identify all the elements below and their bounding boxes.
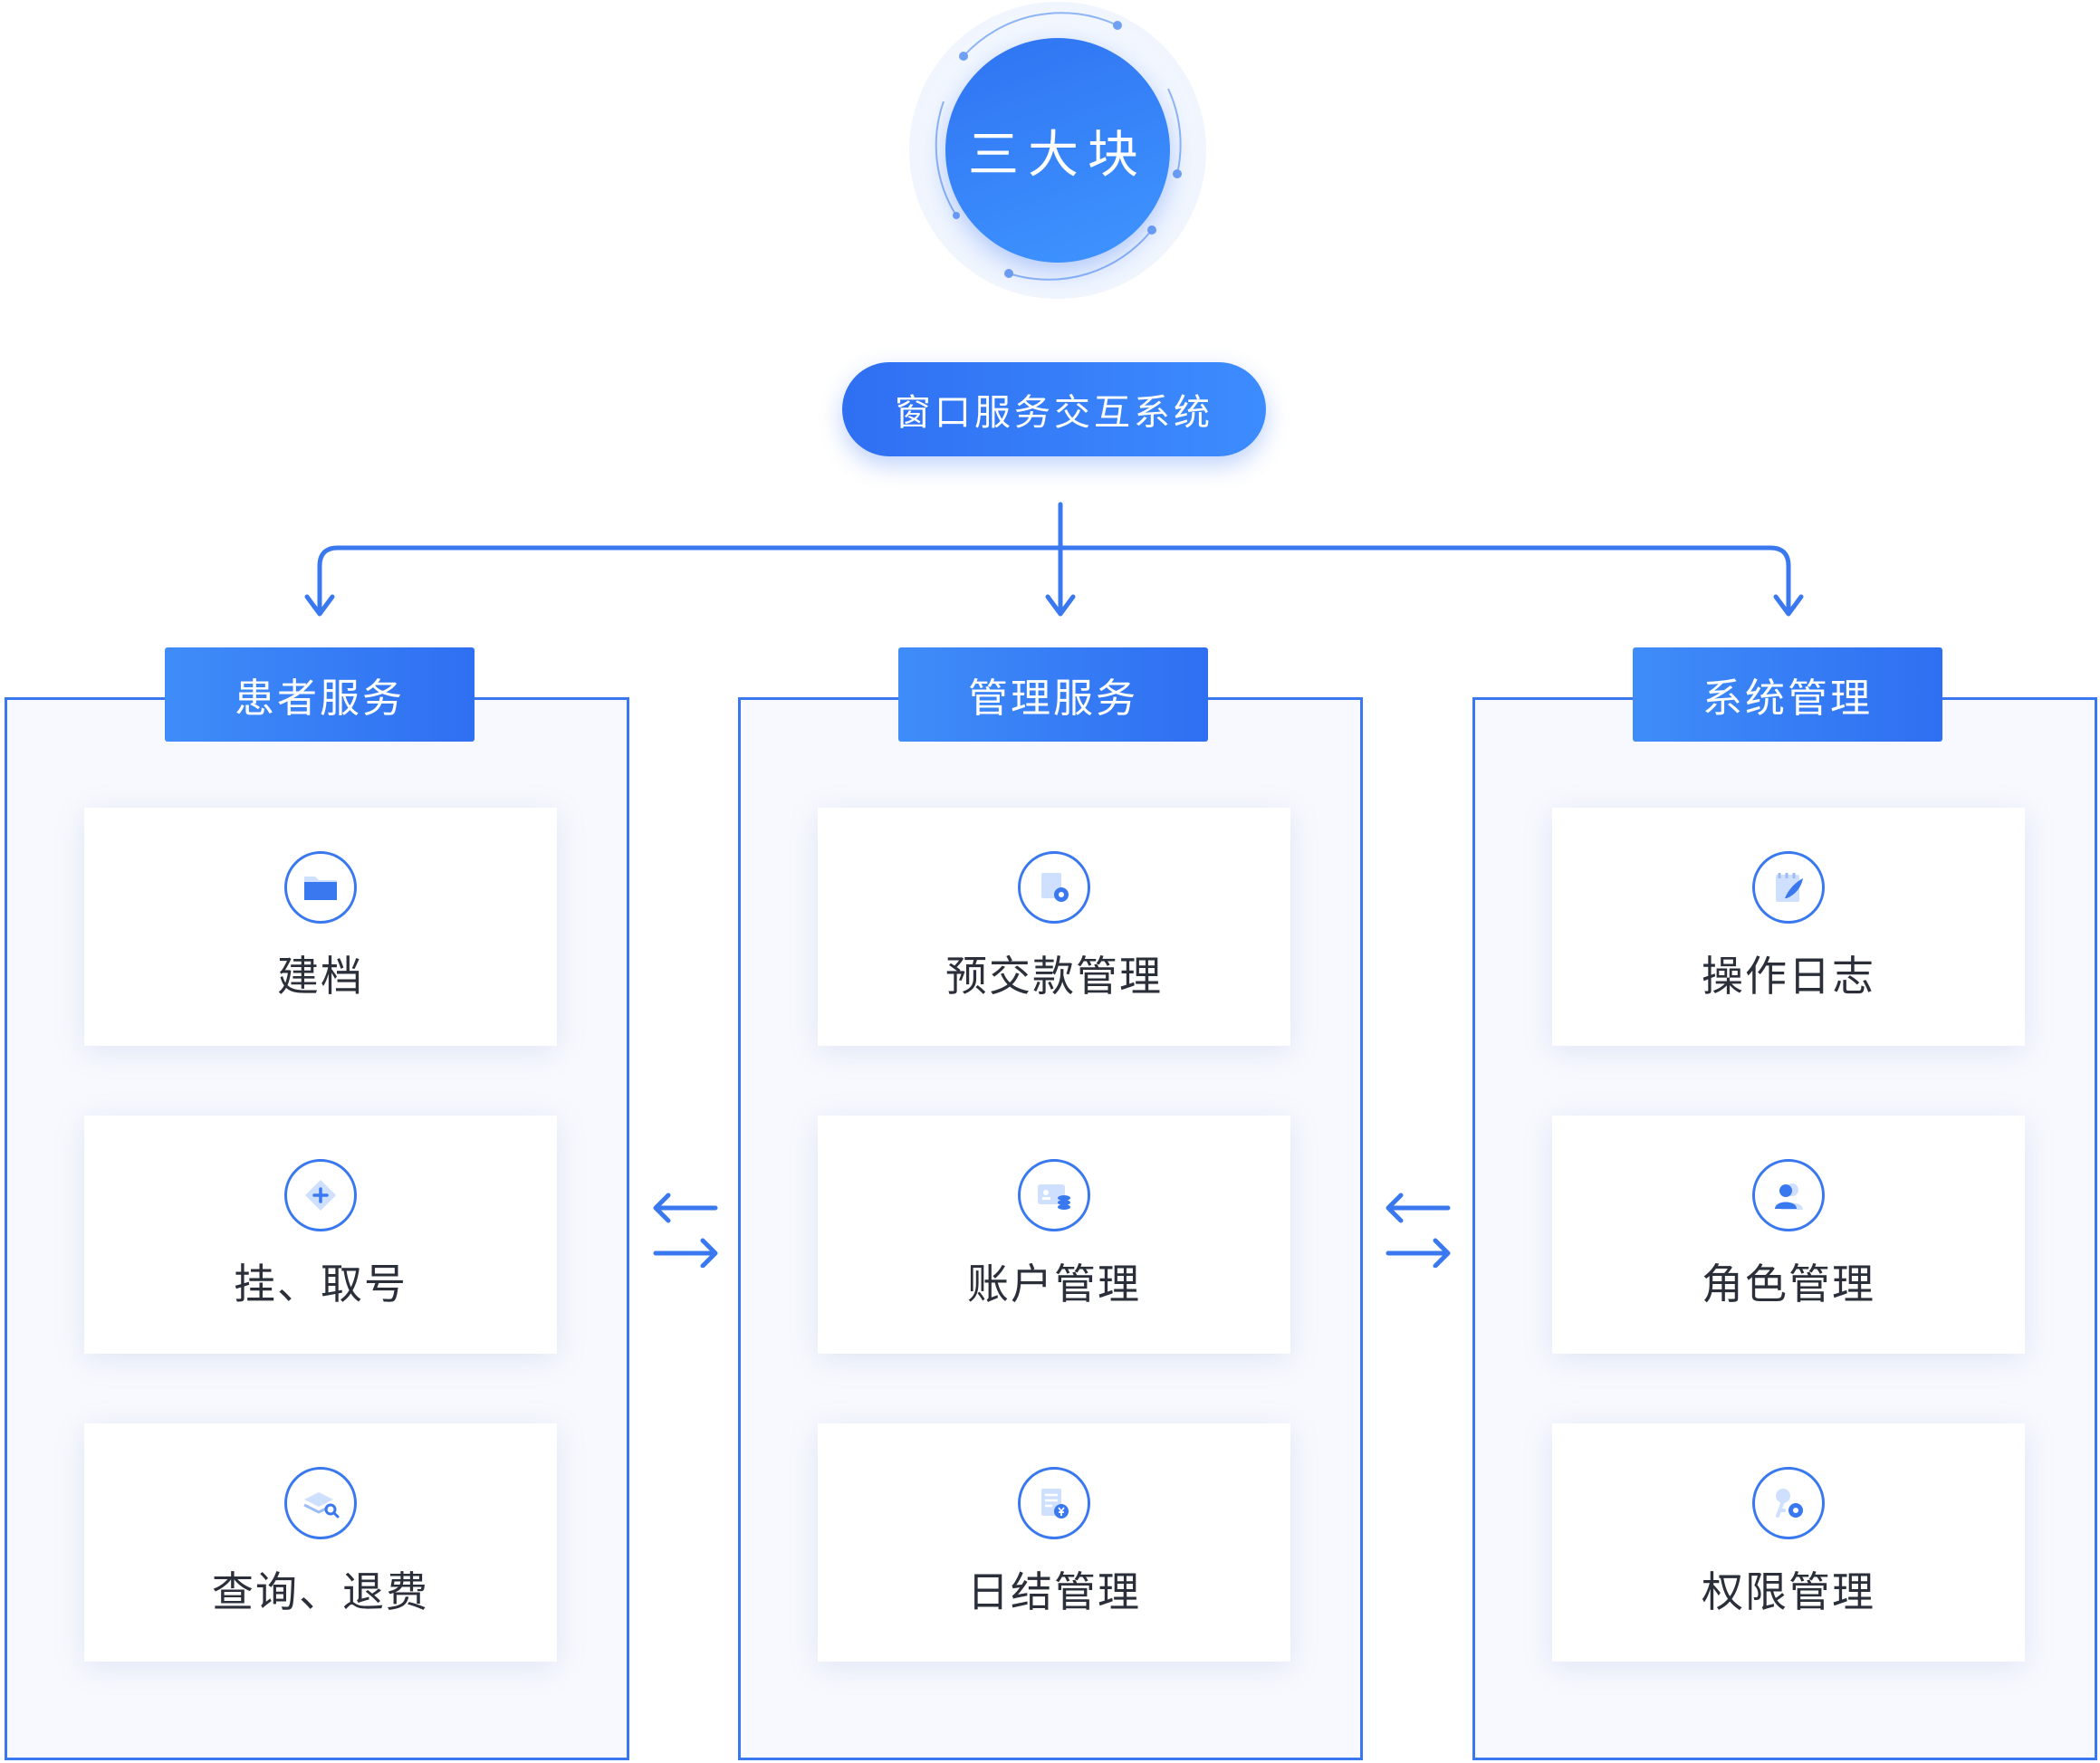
bidirectional-arrow-icon — [653, 1193, 718, 1268]
column-patient-service: 患者服务 建档 挂、取号 查询、退费 — [5, 647, 629, 1760]
key-gear-icon — [1752, 1467, 1825, 1539]
card-label: 操作日志 — [1702, 953, 1875, 1000]
arrowhead-right — [1773, 594, 1804, 617]
root-core: 三大块 — [945, 38, 1170, 263]
id-card-coins-icon — [1018, 1159, 1090, 1231]
arrowhead-center — [1045, 594, 1076, 617]
column-header: 患者服务 — [165, 647, 475, 742]
card-label: 日结管理 — [967, 1568, 1141, 1615]
document-gear-icon — [1018, 851, 1090, 924]
card-label: 预交款管理 — [945, 953, 1163, 1000]
card-label: 权限管理 — [1702, 1568, 1875, 1615]
column-management-service: 管理服务 预交款管理 账户管理 — [738, 647, 1363, 1760]
card-label: 账户管理 — [967, 1260, 1141, 1308]
card-daily-settlement[interactable]: 日结管理 — [818, 1423, 1290, 1662]
root-node: 三大块 — [909, 2, 1206, 299]
root-title: 三大块 — [968, 125, 1147, 183]
system-node: 窗口服务交互系统 — [842, 362, 1266, 456]
column-title: 系统管理 — [1702, 676, 1873, 721]
orbit-ring-decoration — [935, 12, 1182, 281]
connector-branch — [317, 545, 1791, 612]
card-operation-log[interactable]: 操作日志 — [1552, 808, 2025, 1046]
card-permission-management[interactable]: 权限管理 — [1552, 1423, 2025, 1662]
layers-search-icon — [284, 1467, 357, 1539]
card-label: 建档 — [277, 953, 364, 1000]
card-register-ticket[interactable]: 挂、取号 — [84, 1116, 557, 1354]
card-role-management[interactable]: 角色管理 — [1552, 1116, 2025, 1354]
notebook-quill-icon — [1752, 851, 1825, 924]
card-label: 查询、退费 — [212, 1568, 429, 1615]
column-header: 系统管理 — [1633, 647, 1942, 742]
bidirectional-arrow-icon — [1386, 1193, 1451, 1268]
users-icon — [1752, 1159, 1825, 1231]
column-header: 管理服务 — [898, 647, 1208, 742]
arrowhead-left — [304, 594, 335, 617]
card-account-management[interactable]: 账户管理 — [818, 1116, 1290, 1354]
card-create-record[interactable]: 建档 — [84, 808, 557, 1046]
card-query-refund[interactable]: 查询、退费 — [84, 1423, 557, 1662]
column-title: 管理服务 — [968, 676, 1138, 721]
plus-diamond-icon — [284, 1159, 357, 1231]
card-prepayment-management[interactable]: 预交款管理 — [818, 808, 1290, 1046]
card-label: 角色管理 — [1702, 1260, 1875, 1308]
column-system-management: 系统管理 操作日志 角色管理 — [1472, 647, 2097, 1760]
column-title: 患者服务 — [235, 676, 405, 721]
card-label: 挂、取号 — [234, 1260, 408, 1308]
folder-icon — [284, 851, 357, 924]
system-title: 窗口服务交互系统 — [895, 393, 1213, 433]
receipt-yuan-icon — [1018, 1467, 1090, 1539]
